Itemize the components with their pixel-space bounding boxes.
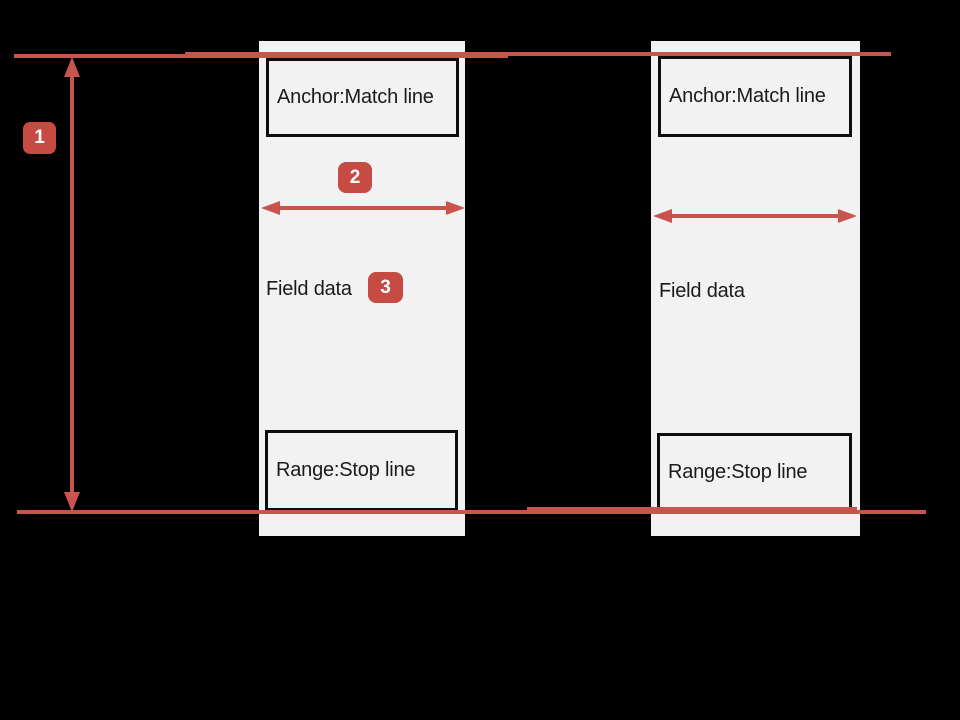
anchor-box-right: Anchor:Match line xyxy=(658,56,852,137)
badge-2: 2 xyxy=(338,162,372,193)
bottom-stop-line-stroke2 xyxy=(527,507,857,511)
arrowhead-down-icon xyxy=(64,492,80,512)
top-match-line-stroke2 xyxy=(185,52,891,56)
width-span-arrow-right xyxy=(668,214,842,218)
range-box-right: Range:Stop line xyxy=(657,433,852,511)
range-box-right-label: Range:Stop line xyxy=(668,460,808,483)
anchor-box-left-label: Anchor:Match line xyxy=(277,86,434,108)
arrowhead-up-icon xyxy=(64,57,80,77)
range-box-left: Range:Stop line xyxy=(265,430,458,511)
arrowhead-right-icon xyxy=(446,201,465,215)
badge-1: 1 xyxy=(23,122,56,154)
width-span-arrow-left xyxy=(274,206,450,210)
field-data-label-left: Field data xyxy=(266,278,352,300)
badge-3: 3 xyxy=(368,272,403,303)
range-box-left-label: Range:Stop line xyxy=(276,459,416,481)
arrowhead-left-icon xyxy=(261,201,280,215)
field-data-label-right: Field data xyxy=(659,280,745,302)
arrowhead-right-icon xyxy=(838,209,857,223)
anchor-box-left: Anchor:Match line xyxy=(266,58,459,137)
top-match-line xyxy=(14,54,508,58)
vertical-span-arrow xyxy=(70,72,74,496)
anchor-box-right-label: Anchor:Match line xyxy=(669,85,826,107)
arrowhead-left-icon xyxy=(653,209,672,223)
bottom-stop-line xyxy=(17,510,926,514)
